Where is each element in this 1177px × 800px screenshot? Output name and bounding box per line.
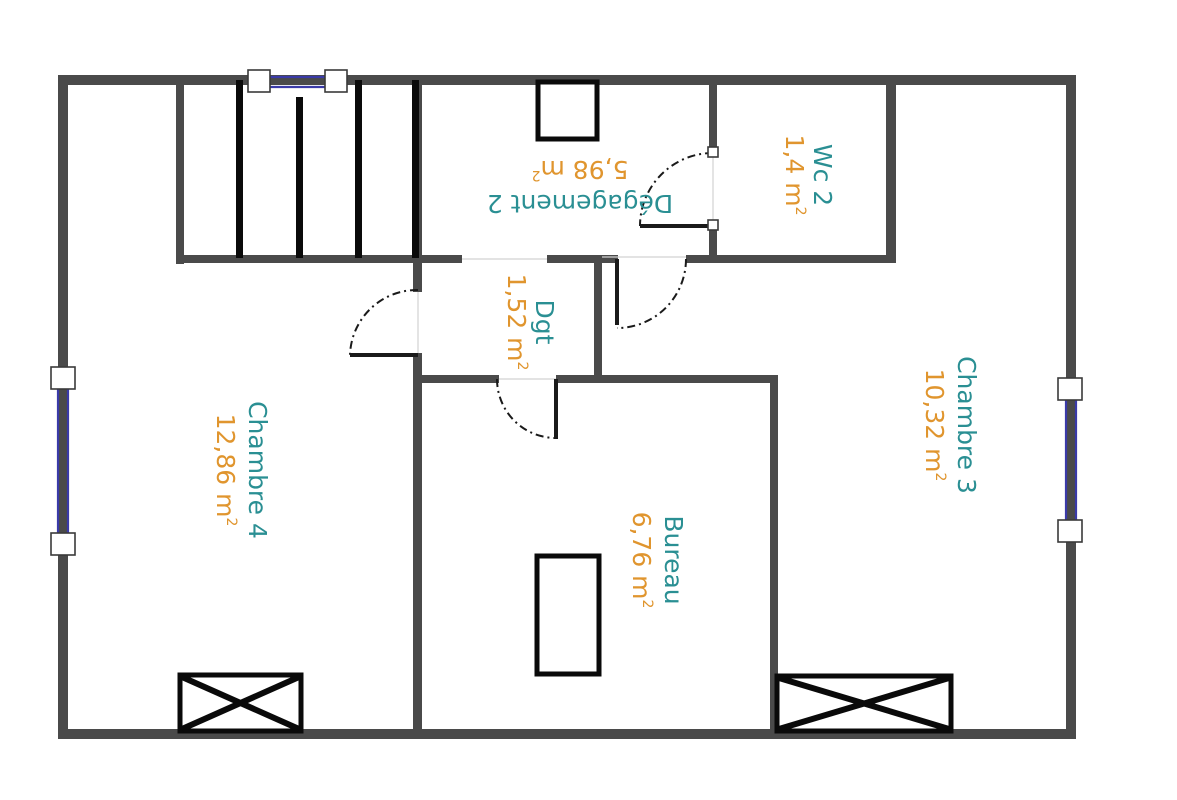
room-area: 1,4 m2 [780,135,809,216]
wall-wc-left-lower [709,223,717,263]
wall-wc-left-upper [709,80,717,153]
closet-chambre-3 [774,673,954,734]
room-name: Dégagement 2 [487,189,673,218]
door-chambre-4 [349,288,419,357]
door-bureau [496,378,558,439]
wall-chambre4-right-b [413,378,422,736]
fixture-desk [534,553,602,677]
wall-bureau-top-right [556,375,778,383]
openings [417,153,714,380]
wall-dgt-left [413,255,422,292]
room-name: Bureau [659,515,688,604]
room-area: 6,76 m2 [627,512,656,609]
label-chambre-4: Chambre 4 12,86 m2 [211,401,272,539]
room-area: 12,86 m2 [211,414,240,527]
wall-exterior-right [1066,75,1076,739]
wall-bureau-top-left [413,375,499,383]
stair-step-4 [412,80,419,258]
wall-stair-left [176,75,184,264]
wall-bureau-right [770,375,778,736]
wall-exterior-bottom [58,729,1076,739]
wall-chambre4-right-a [413,353,422,383]
room-area: 5,98 m2 [532,155,629,184]
label-dgt: Dgt 1,52 m2 [502,274,559,371]
window-handle-top [50,366,76,390]
door-chambre-3 [615,258,687,329]
window-left [50,366,76,556]
room-name: Dgt [530,300,559,345]
wall-stair-bottom [176,255,462,263]
stair-step-1 [236,80,243,258]
fixture-box-corridor [535,79,600,142]
window-handle-left [247,69,271,93]
window-right [1057,377,1083,543]
staircase [236,80,419,258]
wall-wc-right [886,80,896,263]
wall-corridor-bottom-right [686,255,896,263]
label-chambre-3: Chambre 3 10,32 m2 [920,356,981,494]
wall-dgt-right [594,255,602,383]
room-area: 1,52 m2 [502,274,531,371]
room-name: Chambre 4 [243,401,272,539]
window-handle-top [1057,377,1083,401]
door-wc [639,146,719,231]
label-wc-2: Wc 2 1,4 m2 [780,135,837,216]
room-name: Wc 2 [808,144,837,206]
wall-exterior-left [58,75,68,739]
window-top [247,69,348,93]
label-bureau: Bureau 6,76 m2 [627,512,688,609]
window-handle-right [324,69,348,93]
room-area: 10,32 m2 [920,369,949,482]
stair-step-3 [355,80,362,258]
room-name: Chambre 3 [952,356,981,494]
window-handle-bottom [1057,519,1083,543]
window-handle-bottom [50,532,76,556]
wall-corridor-bottom-mid [547,255,618,263]
stair-step-2 [296,97,303,258]
label-degagement-2: Dégagement 2 5,98 m2 [487,155,673,218]
closet-chambre-4 [177,672,304,734]
